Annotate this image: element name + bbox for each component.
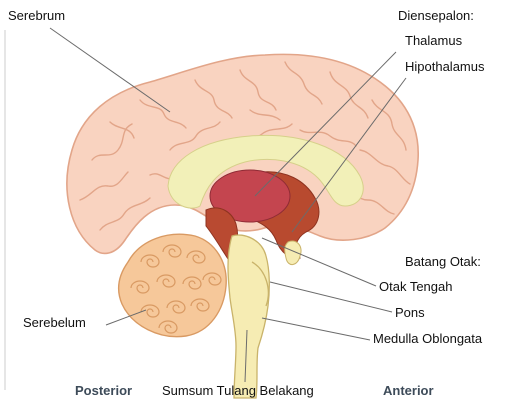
leader-medulla — [262, 318, 370, 340]
label-batang-otak: Batang Otak: — [405, 254, 481, 269]
label-otak-tengah: Otak Tengah — [379, 279, 452, 294]
label-sumsum-tulang-belakang: Sumsum Tulang Belakang — [162, 383, 314, 398]
label-pons: Pons — [395, 305, 425, 320]
leader-pons — [270, 282, 392, 312]
pituitary-shape — [285, 241, 301, 265]
label-medulla-oblongata: Medulla Oblongata — [373, 331, 482, 346]
label-anterior: Anterior — [383, 383, 434, 398]
brainstem-shape — [228, 235, 269, 398]
label-serebrum: Serebrum — [8, 8, 65, 23]
label-posterior: Posterior — [75, 383, 132, 398]
label-thalamus: Thalamus — [405, 33, 462, 48]
label-hipothalamus: Hipothalamus — [405, 59, 485, 74]
leader-otak-tengah — [262, 238, 376, 286]
label-serebelum: Serebelum — [23, 315, 86, 330]
label-diensepalon: Diensepalon: — [398, 8, 474, 23]
